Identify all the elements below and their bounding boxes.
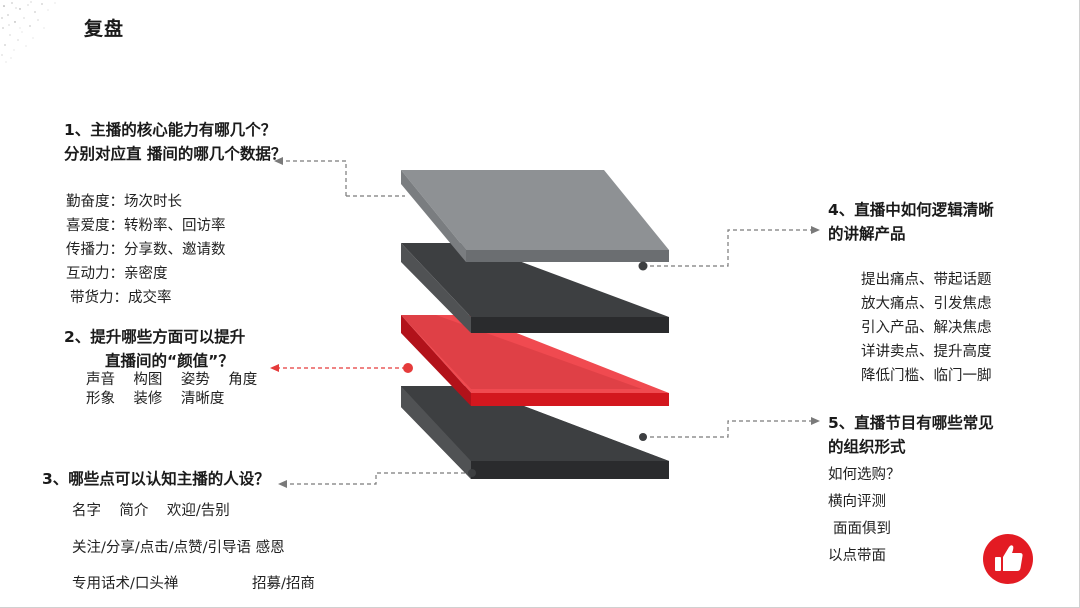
question-5-line-2: 的组织形式 [828,438,906,456]
question-1: 1、主播的核心能力有哪几个？ 分别对应直 播间的哪几个数据？ [64,118,286,166]
slide-title: 复盘 [84,18,125,40]
layer-5-dark [401,386,669,479]
question-4: 4、直播中如何逻辑清晰 的讲解产品 [828,198,994,246]
q5-item: 以点带面 [828,548,886,564]
question-3-line-1: 3、哪些点可以认知主播的人设？ [42,470,270,488]
q2-item: 形象 装修 清晰度 [86,391,225,407]
question-3: 3、哪些点可以认知主播的人设？ [42,467,270,491]
connector-q4 [643,229,812,267]
connector-dots [403,261,648,477]
q1-item: 勤奋度：场次时长 [66,194,182,210]
question-2-line-1: 2、提升哪些方面可以提升 [64,328,246,346]
q4-item: 放大痛点、引发焦虑 [861,296,992,312]
q4-item: 引入产品、解决焦虑 [861,320,992,336]
q4-item: 详讲卖点、提升高度 [861,344,992,360]
question-2: 2、提升哪些方面可以提升 直播间的“颜值”？ [64,325,245,373]
question-4-line-2: 的讲解产品 [828,225,906,243]
q2-item: 声音 构图 姿势 角度 [86,372,258,388]
q3-item: 关注/分享/点击/点赞/引导语 感恩 [72,540,285,556]
question-2-line-2: 直播间的“颜值”？ [105,352,234,370]
q1-item: 传播力：分享数、邀请数 [66,242,226,258]
speckle-texture [1,1,56,63]
connector-q3 [286,472,472,485]
connector-q1 [282,160,347,196]
q1-item: 带货力：成交率 [70,290,172,306]
question-1-line-1: 1、主播的核心能力有哪几个？ [64,121,277,139]
q3-item: 招募/招商 [252,576,315,592]
layer-1-gray [401,170,669,262]
connector-q5 [643,420,812,438]
q5-item: 横向评测 [828,494,886,510]
question-1-line-2: 分别对应直 播间的哪几个数据？ [64,145,287,163]
question-4-line-1: 4、直播中如何逻辑清晰 [828,201,994,219]
question-5-line-1: 5、直播节目有哪些常见 [828,414,994,432]
thumbs-up-icon [983,534,1033,584]
q4-item: 提出痛点、带起话题 [861,272,992,288]
q5-item: 如何选购？ [828,467,901,483]
question-5: 5、直播节目有哪些常见 的组织形式 [828,411,994,459]
layer-3-red [401,315,669,406]
q5-item: 面面俱到 [833,521,891,537]
q3-item: 名字 简介 欢迎/告别 [72,503,230,519]
q3-item: 专用话术/口头禅 [72,576,179,592]
q1-item: 喜爱度：转粉率、回访率 [66,218,226,234]
connector-arrowheads [270,157,820,488]
q1-item: 互动力：亲密度 [66,266,168,282]
q4-item: 降低门槛、临门一脚 [861,368,992,384]
